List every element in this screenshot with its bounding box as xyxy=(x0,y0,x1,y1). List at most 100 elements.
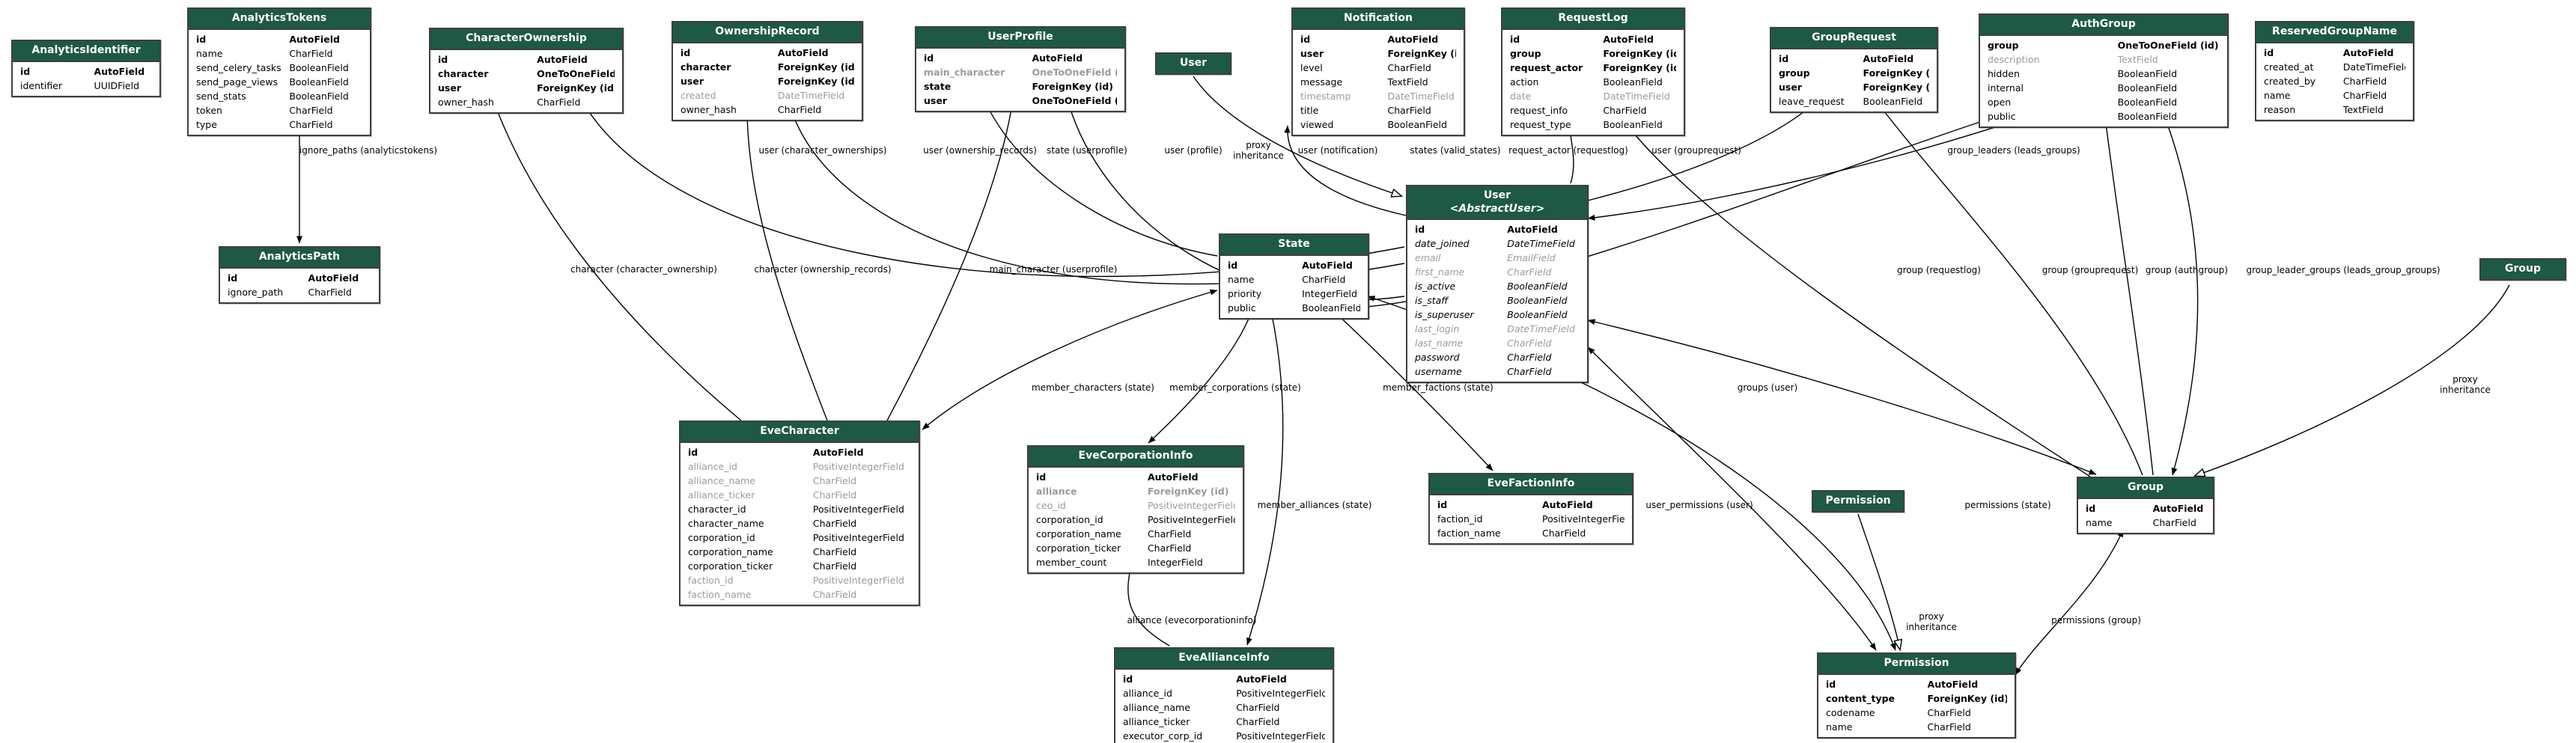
field-name: faction_name xyxy=(1437,527,1501,539)
model-title: State xyxy=(1220,235,1368,256)
field-type: PositiveIntegerField xyxy=(1147,499,1235,511)
field-name: internal xyxy=(1988,82,2024,94)
field-type: CharField xyxy=(1927,721,1971,733)
edge-label: user (profile) xyxy=(1164,145,1222,156)
field-name: id xyxy=(1036,471,1047,483)
field-name: created xyxy=(680,89,716,101)
field-type: CharField xyxy=(308,286,352,298)
edge-label: member_factions (state) xyxy=(1383,382,1493,394)
model-title: Group xyxy=(2078,478,2213,499)
model-title: User xyxy=(1157,54,1230,73)
field-type: AutoField xyxy=(1542,498,1593,510)
field-type: PositiveIntegerField xyxy=(812,503,904,515)
field-name: group xyxy=(1779,67,1810,79)
edge-label: ignore_paths (analyticstokens) xyxy=(299,145,438,156)
field-name: id xyxy=(924,52,934,64)
model-title-text: GroupRequest xyxy=(1812,31,1896,43)
field-name: id xyxy=(1510,33,1520,45)
field-name: identifier xyxy=(20,79,63,91)
field-name: state xyxy=(924,80,951,92)
field-type: IntegerField xyxy=(1302,287,1357,299)
model-title-text: EveAllianceInfo xyxy=(1178,652,1270,664)
edge-fk-eveallianceinfo-evecorporationinfo-alliance xyxy=(1127,562,1170,646)
field-type: ForeignKey (id) xyxy=(777,75,854,87)
model-node-permission-proxy: Permission xyxy=(1812,490,1904,513)
field-name: token xyxy=(196,104,222,116)
edge-label: proxy inheritance xyxy=(1906,611,1957,632)
field-type: BooleanField xyxy=(1302,302,1360,314)
field-type: CharField xyxy=(1236,715,1280,727)
field-name: name xyxy=(2086,516,2113,528)
field-name: action xyxy=(1510,76,1539,88)
edge-label: request_actor (requestlog) xyxy=(1508,145,1628,156)
edge-m2m-group-permissions-permission xyxy=(2015,529,2124,676)
field-name: main_character xyxy=(924,66,1005,78)
model-title-text: User xyxy=(1483,189,1511,201)
field-name: type xyxy=(196,118,217,130)
field-type: ForeignKey (id) xyxy=(777,61,854,73)
model-title-text: ReservedGroupName xyxy=(2272,25,2397,37)
edge-label: proxy inheritance xyxy=(1233,140,1284,161)
field-name: request_type xyxy=(1510,118,1571,130)
edge-fk-evecharacter-ownership_records xyxy=(744,111,828,421)
field-name: id xyxy=(2086,502,2096,514)
field-type: AutoField xyxy=(537,53,588,65)
field-type: ForeignKey (id) xyxy=(1387,47,1456,59)
field-type: CharField xyxy=(2152,516,2196,528)
field-name: id xyxy=(1415,224,1425,235)
field-name: id xyxy=(438,53,448,65)
field-type: AutoField xyxy=(1032,52,1083,64)
field-type: CharField xyxy=(537,96,581,108)
field-name: title xyxy=(1300,104,1319,116)
field-name: id xyxy=(196,33,207,45)
field-name: corporation_ticker xyxy=(1036,542,1121,554)
field-type: AutoField xyxy=(1302,259,1353,271)
field-type: BooleanField xyxy=(1507,295,1568,306)
field-name: member_count xyxy=(1036,556,1107,568)
model-title: AuthGroup xyxy=(1980,15,2227,36)
field-name: id xyxy=(1300,33,1311,45)
field-type: IntegerField xyxy=(1147,556,1203,568)
field-type: DateTimeField xyxy=(1507,238,1575,249)
field-name: user xyxy=(924,94,947,106)
edge-label: user (notification) xyxy=(1297,145,1378,156)
field-name: level xyxy=(1300,61,1323,73)
field-name: corporation_id xyxy=(688,531,755,543)
field-name: alliance_id xyxy=(688,460,737,472)
